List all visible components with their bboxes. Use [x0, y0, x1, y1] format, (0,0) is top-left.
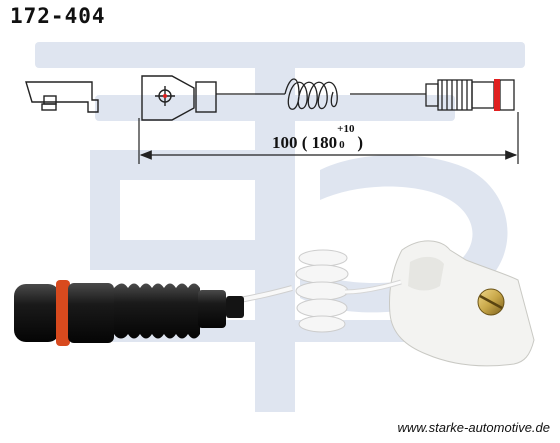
dimension-close: ) — [353, 133, 364, 152]
seal-ring-red-marker — [494, 79, 500, 111]
photo-white-coil — [239, 249, 402, 333]
center-mark-icon — [163, 94, 167, 98]
side-view-sketch — [25, 81, 99, 113]
dimension-main: 100 ( 180 — [272, 133, 338, 152]
website-link[interactable]: www.starke-automotive.de — [397, 420, 550, 435]
orange-seal-ring — [56, 280, 70, 346]
photo-sensor-plate — [389, 240, 535, 367]
part-number-title: 172-404 — [10, 4, 106, 28]
photo-black-connector — [14, 280, 244, 346]
sensor-plate-drawing — [141, 75, 217, 121]
tolerance-lower: 0 — [339, 139, 345, 151]
coiled-wire-drawing — [216, 78, 426, 110]
screw-icon — [477, 288, 505, 316]
tolerance-upper: +10 — [337, 123, 355, 135]
dimension-line — [138, 112, 519, 164]
